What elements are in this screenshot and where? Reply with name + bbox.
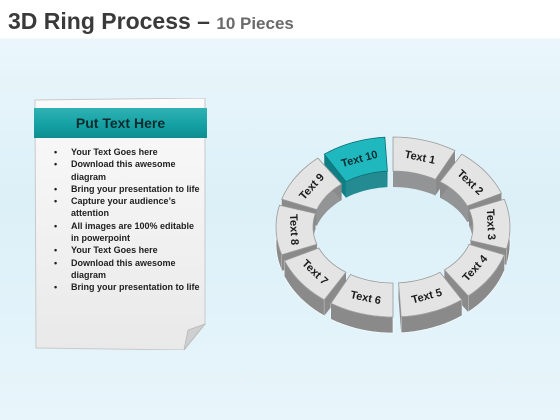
bullet-item: • Bring your presentation to life	[34, 183, 202, 195]
bullet-dot: •	[54, 282, 58, 293]
bullet-dot: •	[54, 220, 58, 231]
bullet-dot: •	[54, 159, 58, 170]
bullet-item: • Bring your presentation to life	[34, 281, 202, 293]
bullet-text: Bring your presentation to life	[71, 282, 200, 293]
bullet-item: • Download this awesome diagram	[34, 158, 202, 183]
ring-segment-inner-wall	[345, 171, 388, 198]
bullet-text: Your Text Goes here	[71, 245, 158, 256]
ring-segment-6	[330, 273, 394, 318]
ring-label-3: Text 3	[484, 209, 497, 241]
ring-segment-3	[468, 198, 511, 250]
paper-sheet	[34, 98, 207, 350]
ring-segment-end-cap	[444, 269, 469, 312]
ring-segment-4	[443, 243, 505, 297]
ring-segment-5	[398, 271, 463, 318]
bullet-text: All images are 100% editable in powerpoi…	[71, 220, 195, 244]
bullet-text: Download this awesome diagram	[71, 257, 176, 280]
bullet-item: • All images are 100% editable in powerpo…	[34, 220, 202, 245]
ring-segment-2	[439, 153, 503, 207]
bullet-dot: •	[54, 196, 58, 207]
title-bar	[0, 0, 560, 38]
slide-title: 3D Ring Process – 10 Pieces	[8, 8, 294, 35]
ring-segment-8	[275, 204, 318, 256]
bullet-text: Your Text Goes here	[71, 147, 158, 157]
ring-label-8: Text 8	[287, 214, 300, 246]
title-main: 3D Ring Process –	[8, 8, 217, 34]
ring-segment-inner-wall	[316, 184, 342, 226]
ring-segment-9	[281, 157, 343, 211]
panel-heading: Put Text Here	[34, 108, 207, 138]
ring-segment-inner-wall	[393, 171, 436, 196]
ring-segment-7	[283, 247, 347, 301]
ring-segment-1	[392, 136, 456, 181]
title-sub: 10 Pieces	[216, 14, 294, 33]
bullet-item: • Your Text Goes here	[34, 146, 202, 158]
page-curl	[183, 323, 207, 350]
bullet-text: Bring your presentation to life	[71, 183, 200, 194]
bullet-text: Download this awesome diagram	[71, 159, 176, 182]
ring-segment-10	[323, 136, 388, 183]
bullet-text: Capture your audience’s attention	[71, 196, 176, 219]
bullet-item: • Download this awesome diagram	[34, 257, 202, 282]
bullet-dot: •	[54, 183, 58, 194]
text-panel: Put Text Here • Your Text Goes here • Downl…	[34, 98, 209, 350]
bullet-dot: •	[54, 257, 58, 268]
bullet-list: • Your Text Goes here • Download this aweso…	[34, 146, 202, 294]
bullet-item: • Your Text Goes here	[34, 244, 202, 256]
bullet-item: • Capture your audience’s attention	[34, 195, 202, 220]
ring-tops	[275, 136, 511, 318]
bullet-dot: •	[54, 245, 58, 256]
bullet-dot: •	[54, 147, 58, 157]
ring-segment-end-cap	[324, 272, 346, 316]
ring-segment-inner-wall	[440, 181, 468, 223]
